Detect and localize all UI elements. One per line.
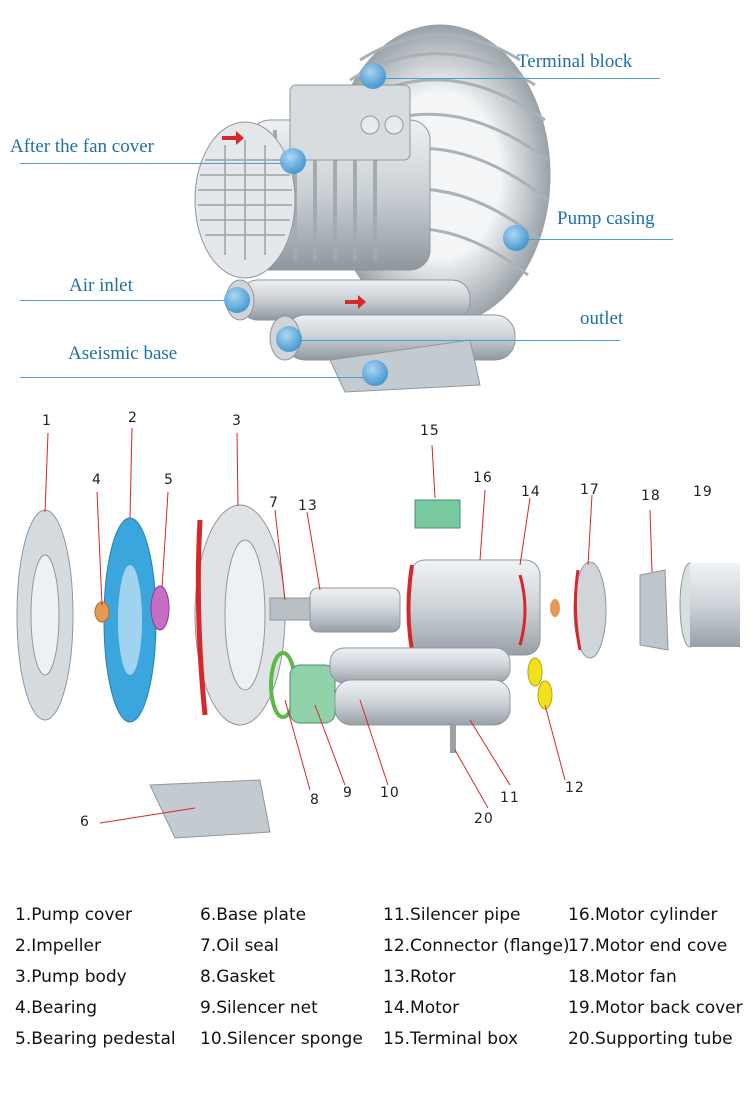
part-number-9: 9 [343,785,353,801]
part-number-5: 5 [164,472,174,488]
part-number-15: 15 [420,423,440,439]
terminal-block-label: Terminal block [517,51,633,72]
legend-item: 18.Motor fan [568,967,677,987]
aseismic-base-marker [362,360,388,386]
legend-column-1: 1.Pump cover 2.Impeller 3.Pump body 4.Be… [15,900,176,1055]
legend-item: 8.Gasket [200,967,276,987]
legend-item: 2.Impeller [15,936,101,956]
part-number-17: 17 [580,482,600,498]
legend-item: 20.Supporting tube [568,1029,733,1049]
assembled-blower-illustration [194,24,551,393]
part-number-4: 4 [92,472,102,488]
part-number-10: 10 [380,785,400,801]
legend-item: 10.Silencer sponge [200,1029,363,1049]
exploded-view-illustration [16,427,740,839]
part-number-16: 16 [473,470,493,486]
legend-item: 17.Motor end cove [568,936,728,956]
air-inlet-line [20,300,240,301]
part-number-14: 14 [521,484,541,500]
fan-cover-line [20,163,300,164]
part-number-19: 19 [693,484,713,500]
fan-cover-label: After the fan cover [10,136,155,157]
legend-item: 6.Base plate [200,905,307,925]
part-number-1: 1 [42,413,52,429]
part-number-6: 6 [80,814,90,830]
legend-item: 7.Oil seal [200,936,279,956]
outlet-line [290,340,620,341]
legend-column-2: 6.Base plate 7.Oil seal 8.Gasket 9.Silen… [200,900,363,1055]
legend-item: 12.Connector (flange) [383,936,570,956]
fan-cover-marker [280,148,306,174]
legend-item: 19.Motor back cover [568,998,743,1018]
legend-column-4: 16.Motor cylinder 17.Motor end cove 18.M… [568,900,743,1055]
legend-column-3: 11.Silencer pipe 12.Connector (flange) 1… [383,900,570,1055]
terminal-block-marker [360,63,386,89]
legend-item: 4.Bearing [15,998,98,1018]
terminal-block-line [375,78,660,79]
pump-casing-line [518,239,673,240]
pump-casing-label: Pump casing [557,208,655,229]
part-number-13: 13 [298,498,318,514]
aseismic-base-line [20,377,380,378]
part-number-20: 20 [474,811,494,827]
aseismic-base-label: Aseismic base [68,343,178,364]
legend-item: 16.Motor cylinder [568,905,718,925]
outlet-marker [276,326,302,352]
legend-item: 1.Pump cover [15,905,132,925]
parts-legend: 1.Pump cover 2.Impeller 3.Pump body 4.Be… [0,900,750,1070]
exploded-view-section: 1 2 3 4 5 6 7 8 9 10 11 12 13 14 15 16 1… [0,400,750,850]
outlet-label: outlet [580,308,624,329]
legend-item: 15.Terminal box [383,1029,519,1049]
air-inlet-label: Air inlet [69,275,133,296]
part-number-2: 2 [128,410,138,426]
air-inlet-marker [224,287,250,313]
part-number-11: 11 [500,790,520,806]
assembled-blower-section: Terminal block After the fan cover Pump … [0,0,750,395]
legend-item: 13.Rotor [383,967,456,987]
legend-item: 5.Bearing pedestal [15,1029,176,1049]
part-number-8: 8 [310,792,320,808]
pump-casing-marker [503,225,529,251]
legend-item: 14.Motor [383,998,460,1018]
part-number-3: 3 [232,413,242,429]
legend-item: 3.Pump body [15,967,127,987]
part-number-12: 12 [565,780,585,796]
legend-item: 11.Silencer pipe [383,905,521,925]
legend-item: 9.Silencer net [200,998,318,1018]
part-number-18: 18 [641,488,661,504]
part-number-7: 7 [269,495,279,511]
